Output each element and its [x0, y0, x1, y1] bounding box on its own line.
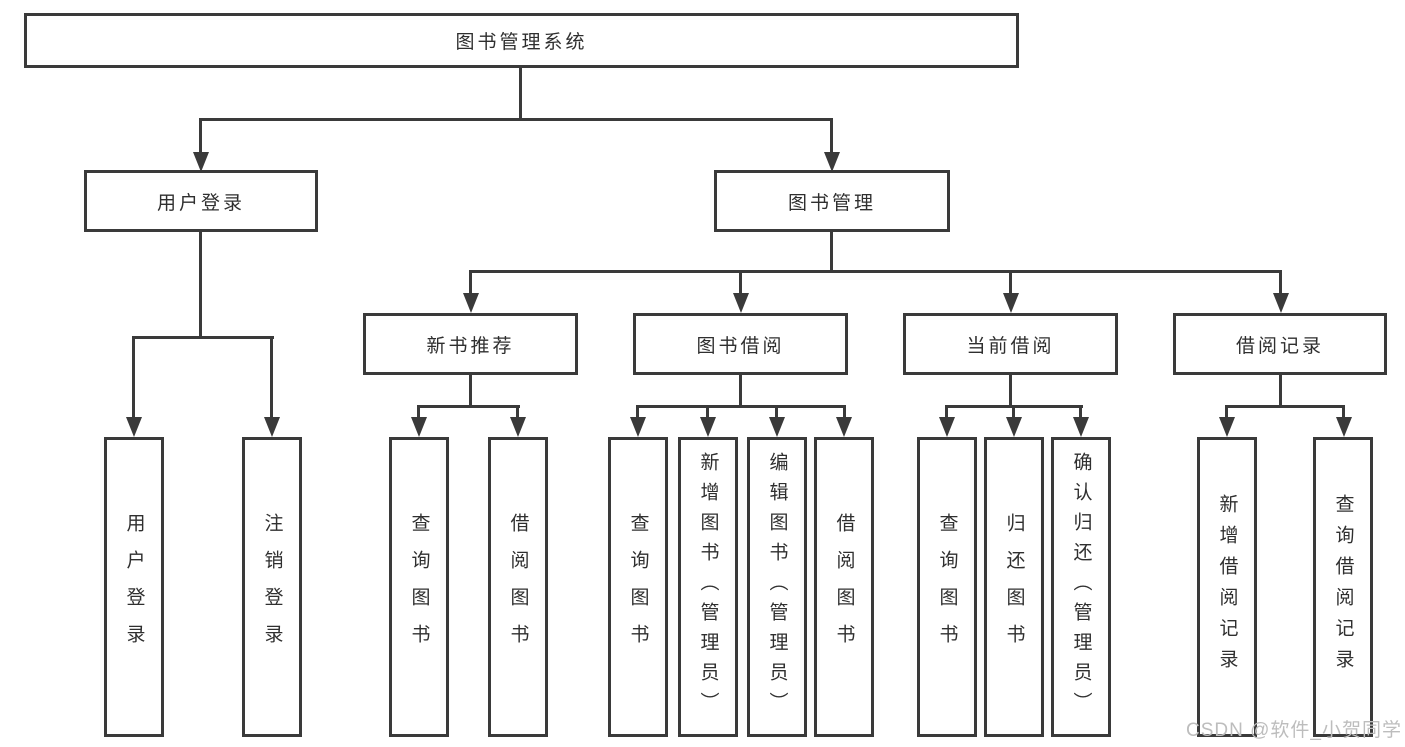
leaf-borrow-edit-books-admin: 编辑图书（管理员） [747, 437, 807, 737]
leaf-user-login-label: 用户登录 [123, 513, 145, 661]
node-book-borrow: 图书借阅 [633, 313, 848, 375]
leaf-borrow-query-books-label: 查询图书 [627, 513, 649, 661]
connector-line [739, 375, 742, 405]
watermark: CSDN @软件_小贺同学 [1186, 720, 1402, 741]
connector-line [516, 405, 519, 417]
leaf-current-return-books: 归还图书 [984, 437, 1044, 737]
connector-line [775, 405, 778, 417]
arrowhead-down-icon [939, 417, 955, 437]
leaf-borrow-query-books: 查询图书 [608, 437, 668, 737]
leaf-recommend-borrow-books: 借阅图书 [488, 437, 548, 737]
node-user-login: 用户登录 [84, 170, 318, 232]
node-current-borrow: 当前借阅 [903, 313, 1118, 375]
leaf-logout: 注销登录 [242, 437, 302, 737]
connector-line [945, 405, 948, 417]
connector-line [469, 270, 472, 293]
leaf-borrow-borrow-books-label: 借阅图书 [833, 513, 855, 661]
leaf-recommend-borrow-books-label: 借阅图书 [507, 513, 529, 661]
connector-line [843, 405, 846, 417]
connector-line [1225, 405, 1345, 408]
arrowhead-down-icon [1073, 417, 1089, 437]
node-root-library-system: 图书管理系统 [24, 13, 1019, 68]
connector-line [469, 270, 1282, 273]
arrowhead-down-icon [126, 417, 142, 437]
connector-line [469, 375, 472, 405]
connector-line [830, 232, 833, 270]
connector-line [270, 336, 273, 417]
connector-line [830, 118, 833, 152]
arrowhead-down-icon [733, 293, 749, 313]
connector-line [132, 336, 135, 417]
node-new-book-recommend: 新书推荐 [363, 313, 578, 375]
connector-line [1012, 405, 1015, 417]
leaf-records-add-borrow-record: 新增借阅记录 [1197, 437, 1257, 737]
leaf-records-query-borrow-record: 查询借阅记录 [1313, 437, 1373, 737]
node-book-management-label: 图书管理 [787, 192, 876, 214]
leaf-recommend-query-books: 查询图书 [389, 437, 449, 737]
connector-line [519, 68, 522, 118]
leaf-current-query-books-label: 查询图书 [936, 513, 958, 661]
connector-line [417, 405, 420, 417]
connector-line [636, 405, 639, 417]
arrowhead-down-icon [630, 417, 646, 437]
connector-line [1279, 270, 1282, 293]
arrowhead-down-icon [1336, 417, 1352, 437]
connector-line [417, 405, 520, 408]
arrowhead-down-icon [264, 417, 280, 437]
arrowhead-down-icon [411, 417, 427, 437]
arrowhead-down-icon [463, 293, 479, 313]
arrowhead-down-icon [1006, 417, 1022, 437]
node-current-borrow-label: 当前借阅 [966, 335, 1055, 357]
arrowhead-down-icon [700, 417, 716, 437]
leaf-logout-label: 注销登录 [261, 513, 283, 661]
connector-line [1079, 405, 1082, 417]
connector-line [739, 270, 742, 293]
leaf-records-add-borrow-record-label: 新增借阅记录 [1216, 494, 1238, 680]
leaf-borrow-add-books-admin: 新增图书（管理员） [678, 437, 738, 737]
arrowhead-down-icon [1219, 417, 1235, 437]
connector-line [1279, 375, 1282, 405]
leaf-borrow-add-books-admin-label: 新增图书（管理员） [697, 452, 719, 722]
connector-line [1009, 375, 1012, 405]
node-borrow-records: 借阅记录 [1173, 313, 1387, 375]
connector-line [199, 232, 202, 336]
leaf-borrow-edit-books-admin-label: 编辑图书（管理员） [766, 452, 788, 722]
leaf-current-confirm-return-admin-label: 确认归还（管理员） [1070, 452, 1092, 722]
node-root-label: 图书管理系统 [455, 32, 588, 53]
connector-line [1009, 270, 1012, 293]
leaf-recommend-query-books-label: 查询图书 [408, 513, 430, 661]
node-new-book-recommend-label: 新书推荐 [426, 335, 515, 357]
arrowhead-down-icon [510, 417, 526, 437]
connector-line [636, 405, 846, 408]
node-book-management: 图书管理 [714, 170, 950, 232]
arrowhead-down-icon [1003, 293, 1019, 313]
arrowhead-down-icon [824, 152, 840, 172]
connector-line [1225, 405, 1228, 417]
leaf-current-query-books: 查询图书 [917, 437, 977, 737]
connector-line [199, 118, 833, 121]
leaf-user-login: 用户登录 [104, 437, 164, 737]
leaf-current-return-books-label: 归还图书 [1003, 513, 1025, 661]
connector-line [199, 118, 202, 152]
node-borrow-records-label: 借阅记录 [1235, 335, 1324, 357]
leaf-borrow-borrow-books: 借阅图书 [814, 437, 874, 737]
node-user-login-label: 用户登录 [156, 192, 245, 214]
arrowhead-down-icon [193, 152, 209, 172]
connector-line [132, 336, 274, 339]
arrowhead-down-icon [769, 417, 785, 437]
node-book-borrow-label: 图书借阅 [696, 335, 785, 357]
arrowhead-down-icon [1273, 293, 1289, 313]
connector-line [706, 405, 709, 417]
connector-line [1342, 405, 1345, 417]
leaf-current-confirm-return-admin: 确认归还（管理员） [1051, 437, 1111, 737]
arrowhead-down-icon [836, 417, 852, 437]
leaf-records-query-borrow-record-label: 查询借阅记录 [1332, 494, 1354, 680]
